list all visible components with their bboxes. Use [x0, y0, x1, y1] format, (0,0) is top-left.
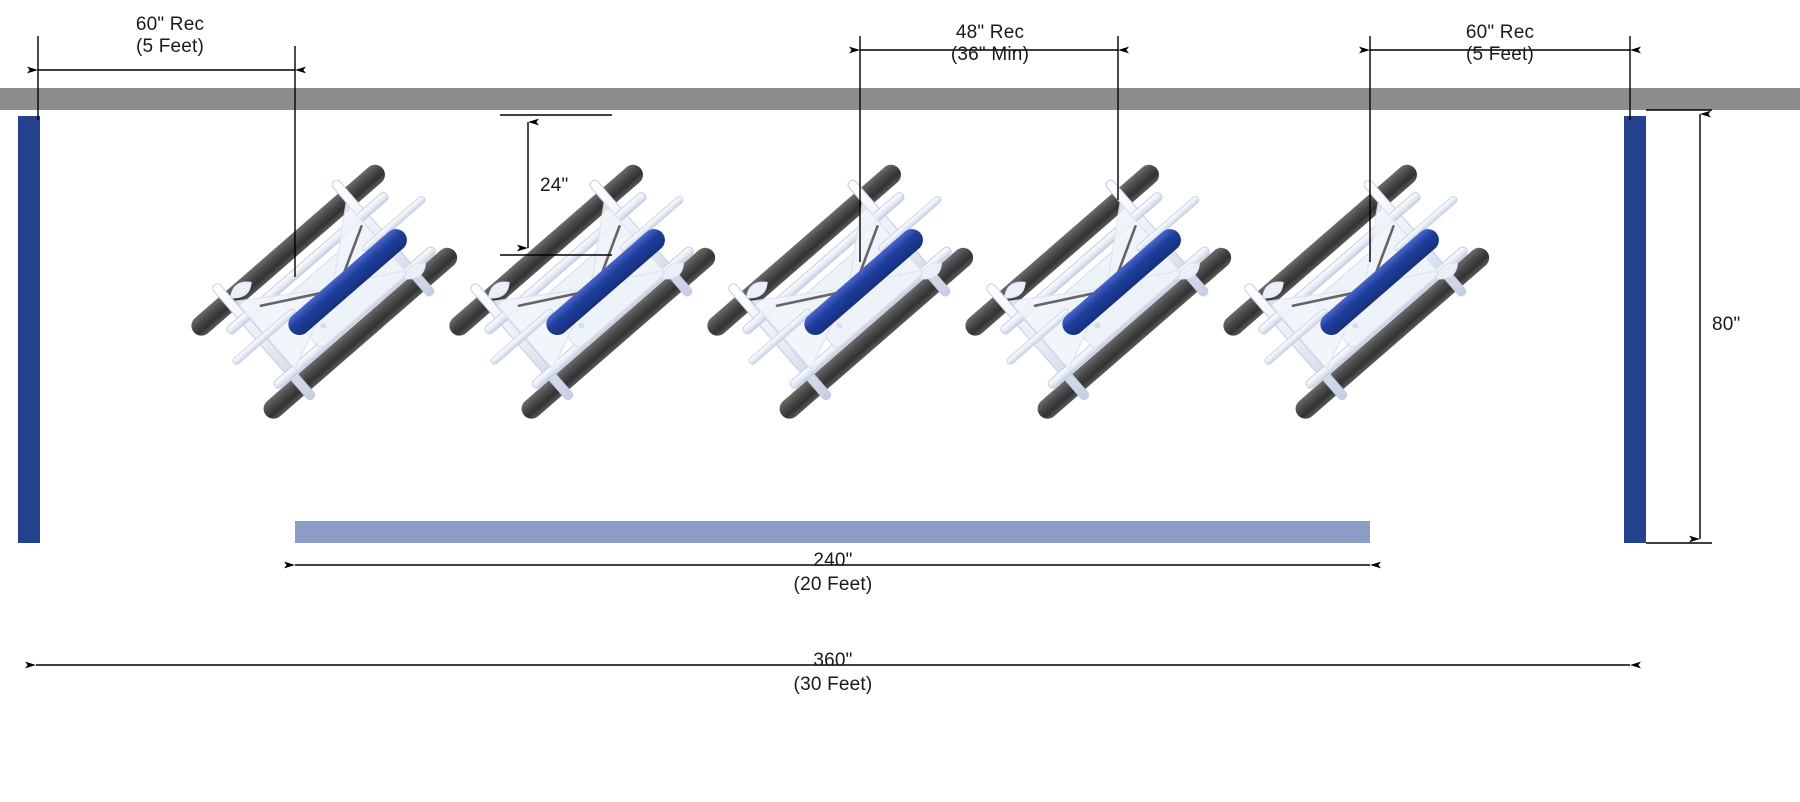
dim-left-primary: 60" Rec: [135, 14, 205, 35]
dim-label-center-spacing: 48" Rec (36" Min): [890, 22, 1090, 66]
dim-24-primary: 24": [540, 175, 569, 196]
dimension-lines: [25, 36, 1712, 669]
dim-label-rack-offset: 24": [540, 175, 610, 197]
dim-label-right-clearance: 60" Rec (5 Feet): [1400, 22, 1600, 66]
dim-center-primary: 48" Rec: [955, 22, 1025, 43]
right-wall-post: [1624, 116, 1646, 543]
dim-label-overall: 360" (30 Feet): [733, 650, 933, 696]
floor-rail: [295, 521, 1370, 543]
left-wall-post: [18, 116, 40, 543]
dim-240-primary: 240": [813, 550, 853, 571]
dim-center-secondary: (36" Min): [950, 44, 1030, 65]
dim-360-secondary: (30 Feet): [793, 674, 873, 695]
dim-label-rack-run: 240" (20 Feet): [733, 550, 933, 596]
dim-right-secondary: (5 Feet): [1465, 44, 1535, 65]
dim-360-primary: 360": [813, 650, 853, 671]
dim-80-primary: 80": [1712, 314, 1741, 335]
dim-240-secondary: (20 Feet): [793, 574, 873, 595]
ceiling-band: [0, 88, 1800, 110]
dim-left-secondary: (5 Feet): [135, 36, 205, 57]
dim-right-primary: 60" Rec: [1465, 22, 1535, 43]
dim-label-left-clearance: 60" Rec (5 Feet): [70, 14, 270, 58]
bike-rack-group: [178, 142, 1509, 431]
dim-label-wall-height: 80": [1712, 314, 1782, 336]
